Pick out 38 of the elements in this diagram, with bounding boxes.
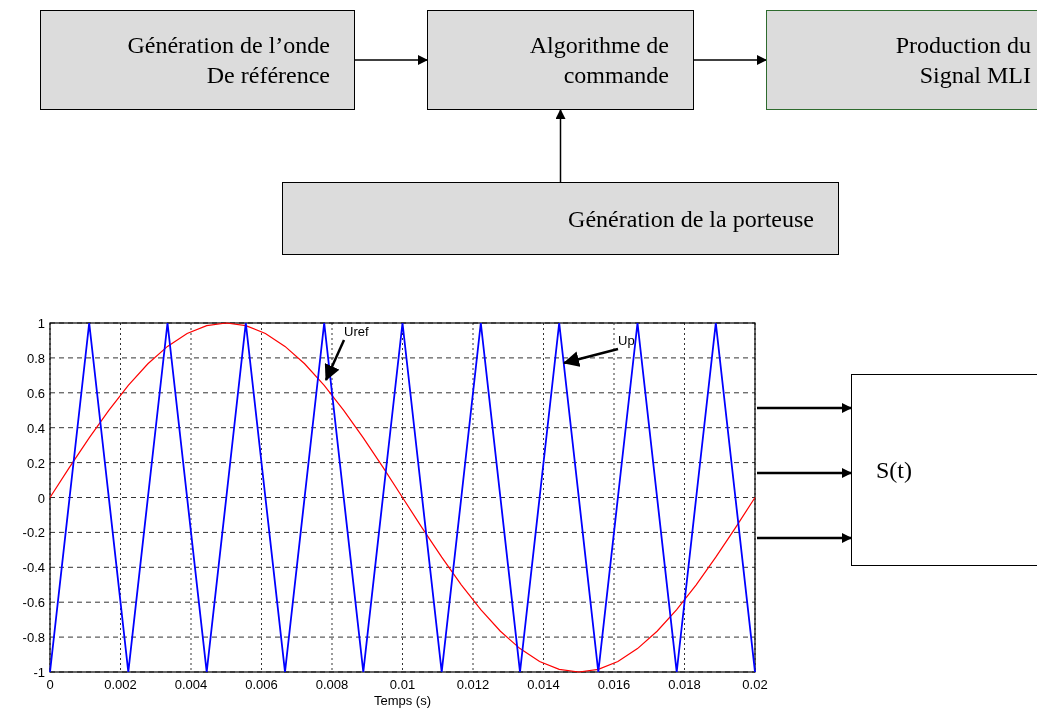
arrow — [757, 403, 852, 413]
tick-label: 0.014 — [527, 677, 560, 692]
tick-label: 0.02 — [742, 677, 768, 692]
tick-label: 0.01 — [389, 677, 416, 692]
arrow — [757, 468, 852, 478]
tick-label: 0.006 — [245, 677, 278, 692]
arrow — [693, 55, 767, 65]
process-box: Génération de l’onde De référence — [40, 10, 355, 110]
tick-label: 0.018 — [668, 677, 701, 692]
tick-label: -0.4 — [22, 560, 45, 576]
output-box: S(t) — [851, 374, 1037, 566]
process-box: Production du Signal MLI — [766, 10, 1037, 110]
leader-line — [563, 347, 619, 367]
tick-label: 0.4 — [26, 420, 45, 436]
tick-label: -0.2 — [22, 525, 45, 541]
arrow — [555, 109, 566, 183]
arrow — [354, 55, 428, 65]
tick-label: -0.8 — [22, 630, 45, 646]
process-box: Algorithme de commande — [427, 10, 694, 110]
tick-label: 0.016 — [597, 677, 631, 692]
curve-label: Uref — [344, 324, 378, 340]
tick-label: 0.012 — [456, 677, 490, 692]
axis-title: Temps (s) — [373, 693, 432, 708]
tick-label: 0.004 — [174, 677, 208, 692]
arrow — [757, 533, 852, 543]
curve-label: Up — [618, 333, 642, 349]
tick-label: 1 — [37, 316, 45, 331]
tick-label: 0 — [46, 677, 54, 692]
tick-label: -1 — [33, 665, 45, 680]
tick-label: 0.002 — [104, 677, 137, 692]
process-box: Génération de la porteuse — [282, 182, 839, 255]
tick-label: 0 — [37, 490, 45, 506]
tick-label: 0.8 — [26, 350, 45, 366]
tick-label: 0.008 — [315, 677, 349, 692]
tick-label: 0.2 — [26, 455, 45, 471]
leader-line — [324, 339, 346, 381]
tick-label: 0.6 — [26, 385, 45, 401]
tick-label: -0.6 — [22, 595, 45, 611]
